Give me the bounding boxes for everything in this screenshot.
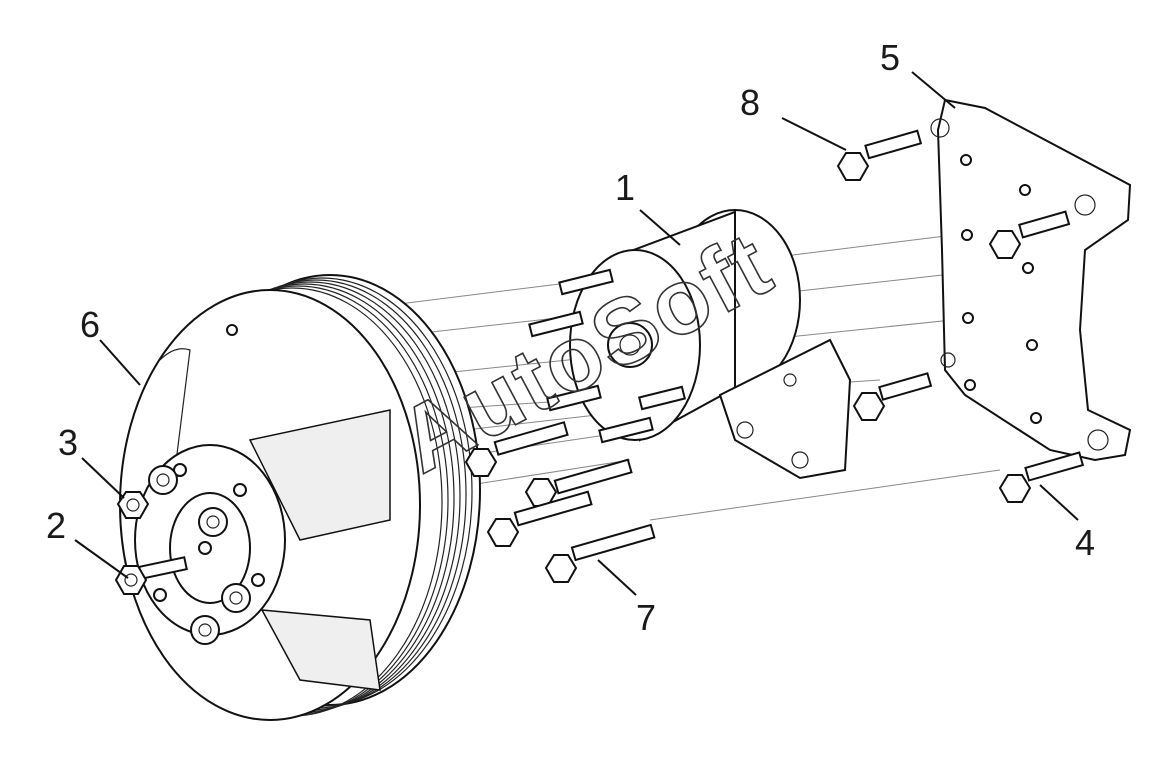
bolt <box>486 490 593 547</box>
leader-line-2 <box>74 539 129 579</box>
hub-nut <box>198 507 228 537</box>
callout-8: 8 <box>740 82 760 123</box>
leader-line-8 <box>781 117 847 151</box>
hub-nut <box>148 465 178 495</box>
bolt <box>524 458 633 507</box>
hub-nut <box>221 583 251 613</box>
bolt <box>852 372 933 421</box>
callout-labels: 1 2 3 4 5 6 7 8 <box>46 37 1095 638</box>
leader-line-4 <box>1039 484 1079 521</box>
mounting-plate-part-5 <box>930 98 1132 462</box>
bolt-part-4 <box>998 451 1085 503</box>
loose-bolts <box>464 421 633 547</box>
bolt <box>464 421 569 477</box>
callout-1: 1 <box>615 167 635 208</box>
nut-part-3 <box>116 491 150 519</box>
leader-line-5 <box>911 71 956 109</box>
hub-nut <box>190 615 220 645</box>
callout-3: 3 <box>58 422 78 463</box>
leader-line-1 <box>639 209 681 246</box>
callout-2: 2 <box>46 505 66 546</box>
callout-5: 5 <box>880 37 900 78</box>
callout-4: 4 <box>1075 522 1095 563</box>
bolt-part-8 <box>836 129 923 181</box>
leader-lines <box>74 71 1079 596</box>
callout-6: 6 <box>80 304 100 345</box>
leader-line-7 <box>597 559 637 596</box>
fan-hub-part-1 <box>528 209 852 480</box>
callout-7: 7 <box>636 597 656 638</box>
leader-line-3 <box>81 457 125 499</box>
leader-line-6 <box>99 339 141 386</box>
pulley-part-6 <box>119 274 481 721</box>
stud-part-2 <box>114 556 188 595</box>
bolt-part-7 <box>544 523 656 583</box>
